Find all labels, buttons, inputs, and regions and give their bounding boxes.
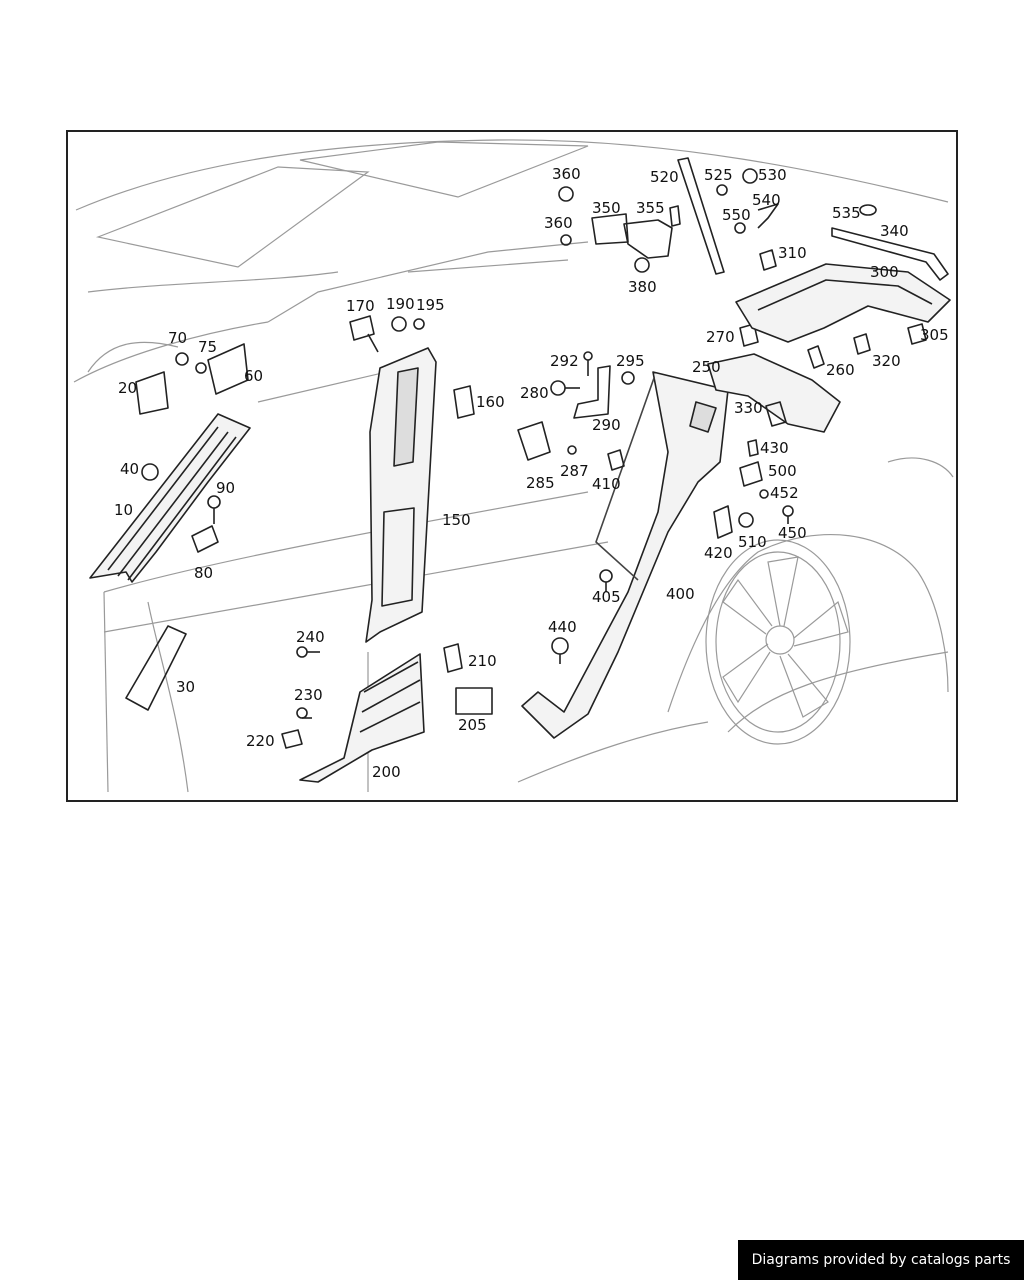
callout-30: 30	[176, 678, 195, 696]
callout-310: 310	[778, 244, 807, 262]
callout-230: 230	[294, 686, 323, 704]
callout-75: 75	[198, 338, 217, 356]
callout-205: 205	[458, 716, 487, 734]
callout-320: 320	[872, 352, 901, 370]
callout-220: 220	[246, 732, 275, 750]
callout-410: 410	[592, 475, 621, 493]
callout-540: 540	[752, 191, 781, 209]
callout-510: 510	[738, 533, 767, 551]
callout-380: 380	[628, 278, 657, 296]
callout-330: 330	[734, 399, 763, 417]
callout-210: 210	[468, 652, 497, 670]
callout-305: 305	[920, 326, 949, 344]
callout-450: 450	[778, 524, 807, 542]
callout-160: 160	[476, 393, 505, 411]
callout-550: 550	[722, 206, 751, 224]
callout-520: 520	[650, 168, 679, 186]
callout-300: 300	[870, 263, 899, 281]
callout-10: 10	[114, 501, 133, 519]
callout-500: 500	[768, 462, 797, 480]
callout-labels: 10 20 30 40 60 70 75 80 90 150 160 170 1…	[114, 165, 949, 781]
callout-420: 420	[704, 544, 733, 562]
callout-150: 150	[442, 511, 471, 529]
callout-295: 295	[616, 352, 645, 370]
callout-200: 200	[372, 763, 401, 781]
callout-190: 190	[386, 295, 415, 313]
callout-260: 260	[826, 361, 855, 379]
callout-452: 452	[770, 484, 799, 502]
callout-440: 440	[548, 618, 577, 636]
callout-530: 530	[758, 166, 787, 184]
callout-80: 80	[194, 564, 213, 582]
callout-280: 280	[520, 384, 549, 402]
callout-292: 292	[550, 352, 579, 370]
callout-360b: 360	[544, 214, 573, 232]
callout-287: 287	[560, 462, 589, 480]
callout-535: 535	[832, 204, 861, 222]
callout-400: 400	[666, 585, 695, 603]
callout-20: 20	[118, 379, 137, 397]
callout-360: 360	[552, 165, 581, 183]
callout-350: 350	[592, 199, 621, 217]
parts-diagram: 10 20 30 40 60 70 75 80 90 150 160 170 1…	[66, 130, 958, 802]
callout-270: 270	[706, 328, 735, 346]
callout-40: 40	[120, 460, 139, 478]
callout-525: 525	[704, 166, 733, 184]
callout-250: 250	[692, 358, 721, 376]
callout-355: 355	[636, 199, 665, 217]
credit-badge: Diagrams provided by catalogs parts	[738, 1240, 1024, 1280]
diagram-svg: 10 20 30 40 60 70 75 80 90 150 160 170 1…	[73, 139, 954, 793]
callout-405: 405	[592, 588, 621, 606]
callout-240: 240	[296, 628, 325, 646]
callout-195: 195	[416, 296, 445, 314]
callout-290: 290	[592, 416, 621, 434]
callout-340: 340	[880, 222, 909, 240]
part-shapes	[89, 157, 951, 783]
callout-170: 170	[346, 297, 375, 315]
callout-285: 285	[526, 474, 555, 492]
callout-70: 70	[168, 329, 187, 347]
callout-60: 60	[244, 367, 263, 385]
callout-90: 90	[216, 479, 235, 497]
callout-430: 430	[760, 439, 789, 457]
